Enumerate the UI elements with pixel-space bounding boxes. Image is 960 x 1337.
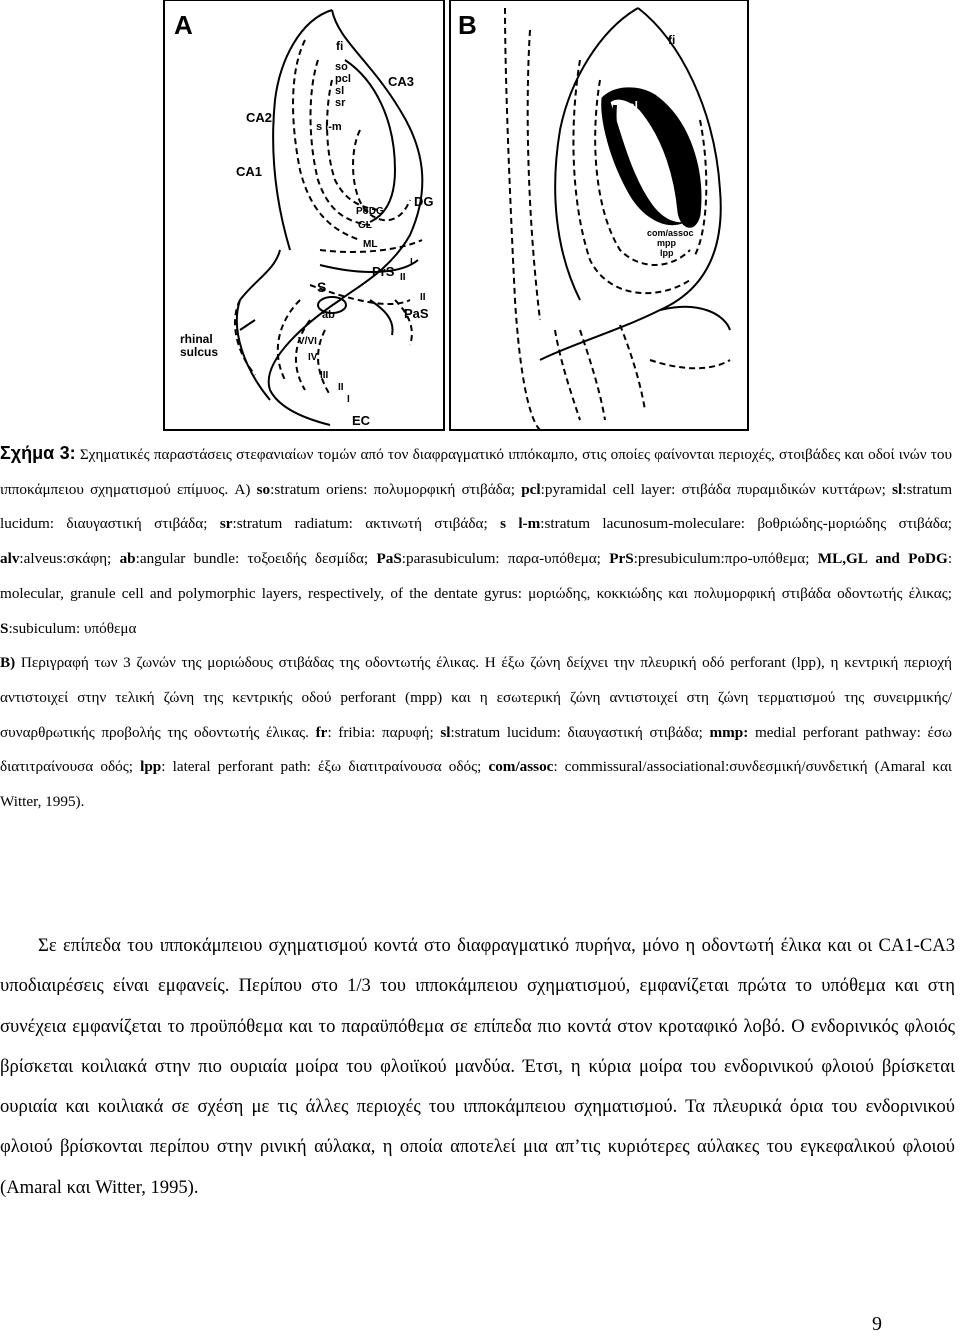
label-slm: s l-m: [316, 121, 342, 133]
label-so: so: [335, 61, 348, 73]
term-mmp: mmp:: [710, 724, 749, 741]
term-alv: alv: [0, 550, 19, 567]
caption-part-b: B) Περιγραφή των 3 ζωνών της μοριώδους σ…: [0, 646, 952, 820]
term-com-assoc: com/assoc: [488, 758, 553, 775]
label-vvi: V/VI: [298, 336, 317, 347]
label-ab: ab: [322, 309, 335, 321]
term-ab: ab: [120, 550, 136, 567]
panel-a-frame: [164, 0, 444, 430]
figure-caption: Σχήμα 3: Σχηματικές παραστάσεις στεφανια…: [0, 436, 952, 820]
page-number: 9: [872, 1313, 882, 1336]
term-pas: PaS: [376, 550, 401, 567]
def-slm: :stratum lacunosum-moleculare: βοθριώδης…: [540, 515, 952, 532]
term-sr: sr: [220, 515, 233, 532]
label-ml: ML: [363, 239, 377, 250]
caption-figure-label: Σχήμα 3:: [0, 443, 76, 463]
def-so: :stratum oriens: πολυμορφική στιβάδα;: [270, 481, 515, 498]
def-pcl: :pyramidal cell layer: στιβάδα πυραμιδικ…: [541, 481, 886, 498]
label-ec: EC: [352, 413, 371, 428]
label-fi-a: fi: [336, 39, 343, 53]
label-i-ec: I: [347, 394, 350, 405]
term-so: so: [257, 481, 271, 498]
def-sl-b: :stratum lucidum: διαυγαστική στιβάδα;: [450, 724, 702, 741]
label-ca3: CA3: [388, 74, 414, 89]
label-iv: IV: [308, 352, 318, 363]
panel-a-drawing: [235, 10, 422, 425]
label-ii-pas: II: [420, 292, 426, 303]
def-fr: : fribia: παρυφή;: [327, 724, 433, 741]
label-ii-ec: II: [338, 382, 344, 393]
label-com-assoc: com/assoc: [647, 228, 694, 238]
term-sl-b: sl: [440, 724, 450, 741]
def-s: :subiculum: υπόθεμα: [8, 620, 136, 637]
hippocampus-figure: A fi so pcl sl sr s l-m CA3 CA2 CA1 DG P…: [160, 0, 780, 432]
label-prs: PrS: [372, 264, 395, 279]
panel-b-frame: [450, 0, 748, 430]
label-iii: III: [320, 370, 329, 381]
label-s: S: [317, 279, 326, 295]
label-ii-prs: II: [400, 272, 406, 283]
def-alv: :alveus:σκάφη;: [19, 550, 111, 567]
def-pas: :parasubiculum: παρα-υπόθεμα;: [402, 550, 601, 567]
term-slm: s l-m: [500, 515, 540, 532]
label-sl-a: sl: [335, 85, 344, 97]
term-pcl: pcl: [521, 481, 540, 498]
label-pas: PaS: [404, 306, 429, 321]
label-sl-b: sl: [628, 99, 638, 113]
def-lpp: : lateral perforant path: έξω διατιτραίν…: [161, 758, 481, 775]
term-fr: fr: [316, 724, 328, 741]
label-ca1: CA1: [236, 164, 262, 179]
label-gl: GL: [358, 220, 372, 231]
panel-b-label: B: [458, 10, 477, 40]
label-podg: PoDG: [356, 206, 384, 217]
label-mpp: mpp: [657, 238, 677, 248]
def-prs: :presubiculum:προ-υπόθεμα;: [634, 550, 810, 567]
panel-a-label: A: [174, 10, 193, 40]
body-paragraph: Σε επίπεδα του ιπποκάμπειου σχηματισμού …: [0, 926, 955, 1208]
label-i-prs: I: [410, 257, 413, 268]
term-sl: sl: [892, 481, 902, 498]
term-lpp: lpp: [140, 758, 161, 775]
label-sulcus: sulcus: [180, 345, 218, 359]
def-sr: :stratum radiatum: ακτινωτή στιβάδα;: [233, 515, 488, 532]
label-fi-b: fi: [668, 33, 675, 47]
figure-drawing: A fi so pcl sl sr s l-m CA3 CA2 CA1 DG P…: [160, 0, 780, 432]
caption-part-a: Σχήμα 3: Σχηματικές παραστάσεις στεφανια…: [0, 436, 952, 646]
term-prs: PrS: [609, 550, 633, 567]
label-lpp: lpp: [660, 248, 674, 258]
label-rhinal: rhinal: [180, 332, 213, 346]
label-ca2: CA2: [246, 110, 272, 125]
def-ab: :angular bundle: τοξοειδής δεσμίδα;: [136, 550, 369, 567]
caption-b-label: B): [0, 654, 15, 671]
body-text: Σε επίπεδα του ιπποκάμπειου σχηματισμού …: [0, 926, 955, 1208]
label-sr: sr: [335, 97, 346, 109]
label-dg: DG: [414, 194, 434, 209]
label-pcl: pcl: [335, 73, 351, 85]
term-ml-gl-podg: ML,GL and PoDG: [818, 550, 948, 567]
